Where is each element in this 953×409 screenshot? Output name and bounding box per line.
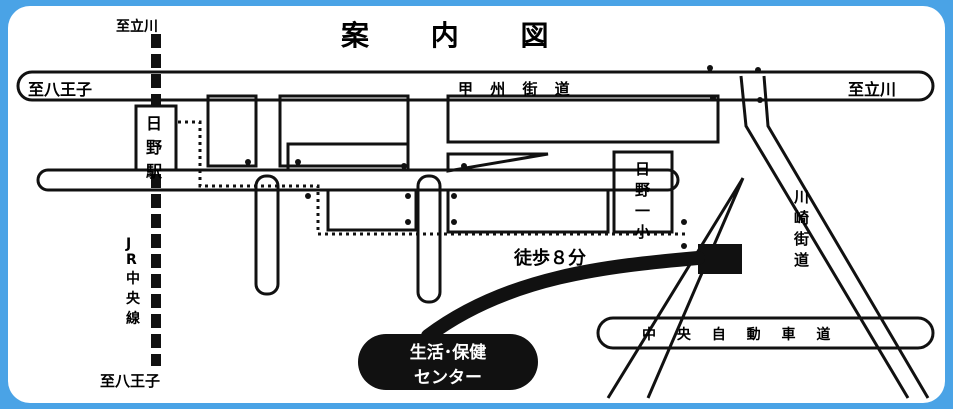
- block-c: [446, 94, 720, 144]
- block-b: [278, 94, 410, 168]
- label-center-name: 生活･保健 センター: [409, 343, 487, 388]
- road-vertical-2: [416, 174, 442, 304]
- center-label-bubble: [358, 334, 538, 390]
- label-hino-station: 日 野 駅: [146, 114, 163, 181]
- hino-station-box: [134, 104, 178, 172]
- road-vertical-1: [254, 174, 280, 296]
- label-jr-chuo-line: J R 中 央 線: [126, 236, 140, 327]
- label-chuo-expressway: 中 央 自 動 車 道: [642, 327, 839, 343]
- label-to-tachikawa-right: 至立川: [848, 80, 897, 99]
- chuo-expressway-road: [596, 316, 935, 350]
- block-f: [326, 188, 418, 232]
- block-a: [206, 94, 258, 168]
- map-dots: [245, 65, 763, 249]
- label-hino-ichisho: 日 野 一 小: [635, 160, 651, 241]
- map-card: 至立川 案 内 図 至八王子 甲 州 街 道 至立川 日 野 駅 日 野 一 小…: [8, 6, 945, 403]
- guide-map: [16, 34, 935, 399]
- block-g: [446, 188, 610, 234]
- kawasaki-kaido-road: [739, 75, 930, 399]
- label-koshu-kaido: 甲 州 街 道: [458, 80, 576, 98]
- label-kawasaki-kaido: 川 崎 街 道: [794, 188, 810, 269]
- label-to-hachioji-bottom: 至八王子: [100, 372, 161, 390]
- center-building: [698, 244, 742, 274]
- side-road-horizontal: [36, 168, 680, 192]
- map-title: 案 内 図: [341, 19, 575, 52]
- label-to-hachioji-left: 至八王子: [28, 80, 93, 99]
- block-e: [286, 142, 410, 172]
- school-block: [612, 150, 674, 234]
- block-d: [446, 152, 549, 173]
- label-to-tachikawa-top: 至立川: [116, 19, 158, 35]
- label-walk-time: 徒歩８分: [514, 248, 586, 269]
- diagonal-road-left: [606, 177, 745, 399]
- pointer-arrow: [421, 251, 705, 343]
- koshu-kaido-road: [16, 70, 935, 102]
